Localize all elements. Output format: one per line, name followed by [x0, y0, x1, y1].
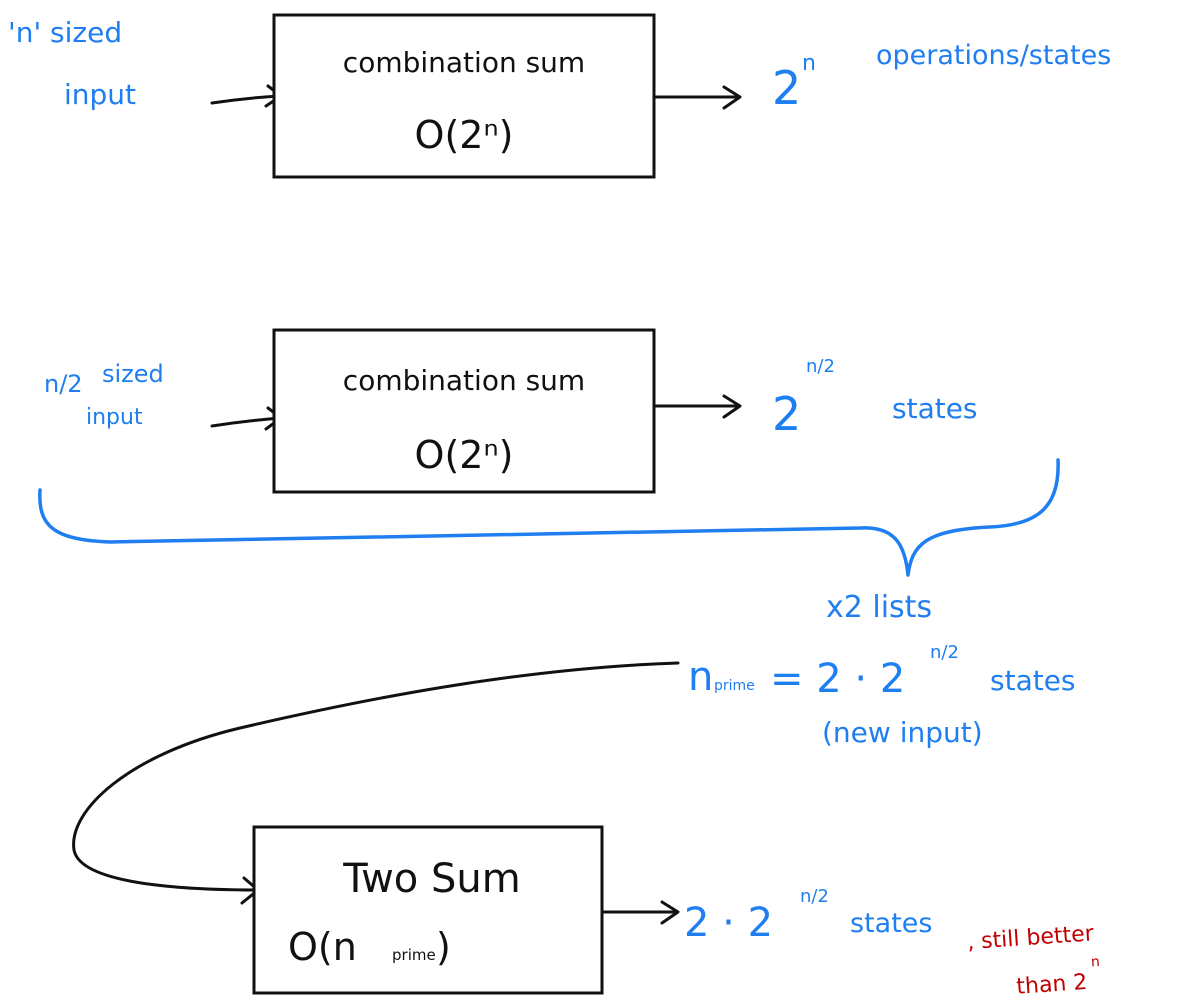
nprime-note: (new input) [822, 716, 983, 749]
block2-box [272, 328, 656, 494]
nprime-symbol: n [688, 654, 713, 700]
curly-brace [38, 458, 1060, 577]
annotation-line2: than 2 [1016, 970, 1089, 1000]
block3-title: Two Sum [342, 856, 520, 902]
brace-group: x2 lists [38, 458, 1060, 625]
block3-complexity-close: ) [436, 925, 451, 969]
block1-output-base: 2 [772, 61, 801, 115]
block3-output-arrow [602, 900, 680, 925]
block2-input-line2: input [86, 405, 143, 430]
nprime-exponent: n/2 [930, 642, 959, 663]
block1-input-line1: 'n' sized [8, 16, 122, 49]
annotation-exp: n [1090, 954, 1100, 971]
block1-title: combination sum [343, 46, 585, 79]
block2-title: combination sum [343, 364, 585, 397]
annotation-group: , still better than 2 n [966, 921, 1100, 1000]
block2-input-line1: sized [102, 360, 164, 388]
block2-input-arrow [210, 406, 283, 431]
block3-output-text: states [850, 908, 932, 939]
block2-output-arrow [654, 394, 742, 419]
block1-group: 'n' sized input combination sum O(2ⁿ) 2 … [8, 13, 1111, 179]
block2-output-base: 2 [772, 387, 801, 441]
block2-output-exp: n/2 [806, 356, 835, 377]
block3-box [252, 825, 604, 995]
block1-box [272, 13, 656, 179]
nprime-states-text: states [990, 664, 1076, 697]
block1-input-line2: input [64, 78, 136, 111]
block3-complexity-open: O(n [288, 925, 357, 969]
block1-output-exp: n [802, 51, 816, 76]
block2-output-text: states [892, 392, 978, 425]
block2-complexity: O(2ⁿ) [415, 433, 514, 477]
block1-output-text: operations/states [876, 40, 1111, 71]
block1-input-arrow [210, 84, 283, 108]
block1-output-arrow [654, 85, 742, 110]
nprime-subscript: prime [714, 678, 755, 694]
block2-input-frac: n/2 [44, 370, 83, 398]
block3-output-expr: 2 · 2 [684, 900, 773, 946]
nprime-group: n prime = 2 · 2 n/2 states (new input) [688, 642, 1076, 749]
block3-group: Two Sum O(n prime ) 2 · 2 n/2 states [252, 825, 932, 995]
block3-complexity-sub: prime [392, 946, 436, 964]
block3-output-exp: n/2 [800, 886, 829, 907]
block2-group: n/2 sized input combination sum O(2ⁿ) 2 … [44, 328, 978, 494]
nprime-expression: = 2 · 2 [770, 656, 905, 702]
brace-label: x2 lists [826, 590, 932, 625]
annotation-line1: , still better [966, 921, 1095, 955]
block1-complexity: O(2ⁿ) [415, 113, 514, 157]
